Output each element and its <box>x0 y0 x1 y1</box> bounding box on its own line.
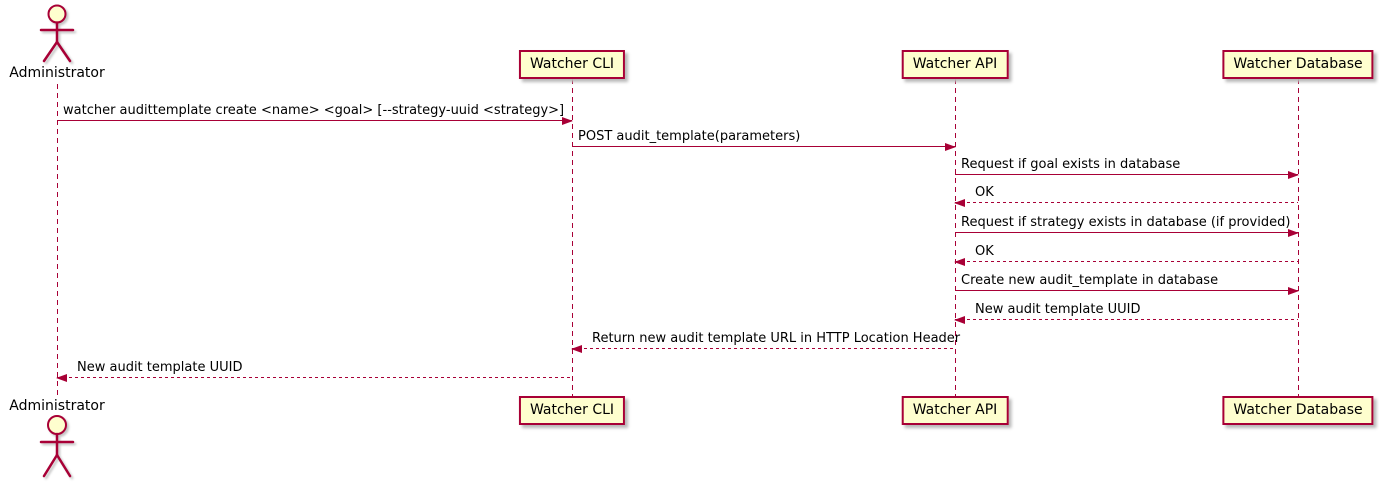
participant-box-watcher-api-top: Watcher API <box>901 50 1009 79</box>
message-6: OK <box>954 244 1298 266</box>
arrowhead-left-icon <box>954 258 965 266</box>
message-8-label: New audit template UUID <box>975 302 1141 317</box>
message-1-label: watcher audittemplate create <name> <goa… <box>63 103 565 118</box>
message-2: POST audit_template(parameters) <box>572 129 956 151</box>
actor-icon <box>39 415 75 478</box>
participant-box-watcher-database-bottom: Watcher Database <box>1222 396 1374 425</box>
message-5-label: Request if strategy exists in database (… <box>961 215 1291 230</box>
message-7-line <box>955 290 1298 291</box>
arrowhead-right-icon <box>945 143 956 151</box>
participant-box-watcher-cli-top: Watcher CLI <box>518 50 626 79</box>
participant-box-watcher-database-top: Watcher Database <box>1222 50 1374 79</box>
message-5-line <box>955 232 1298 233</box>
message-1-line <box>57 120 572 121</box>
message-5: Request if strategy exists in database (… <box>955 215 1299 237</box>
lifeline-watcher-cli <box>571 79 573 396</box>
message-3-line <box>955 174 1298 175</box>
message-3-label: Request if goal exists in database <box>961 157 1181 172</box>
arrowhead-left-icon <box>954 316 965 324</box>
message-7: Create new audit_template in database <box>955 273 1299 295</box>
arrowhead-left-icon <box>954 199 965 207</box>
message-9-line <box>572 348 955 349</box>
actor-label-administrator-top: Administrator <box>9 65 105 81</box>
message-7-label: Create new audit_template in database <box>961 273 1219 288</box>
arrowhead-right-icon <box>1288 171 1299 179</box>
message-4-line <box>955 202 1298 203</box>
message-3: Request if goal exists in database <box>955 157 1299 179</box>
lifeline-administrator <box>56 84 58 396</box>
message-10-line <box>57 377 572 378</box>
message-1: watcher audittemplate create <name> <goa… <box>57 103 573 125</box>
message-9: Return new audit template URL in HTTP Lo… <box>571 331 960 353</box>
actor-label-administrator-bottom: Administrator <box>9 398 105 414</box>
arrowhead-left-icon <box>571 345 582 353</box>
message-4-label: OK <box>975 185 994 200</box>
message-10-label: New audit template UUID <box>77 360 243 375</box>
arrowhead-right-icon <box>1288 229 1299 237</box>
arrowhead-right-icon <box>1288 287 1299 295</box>
message-8: New audit template UUID <box>954 302 1298 324</box>
arrowhead-left-icon <box>56 374 67 382</box>
message-6-label: OK <box>975 244 994 259</box>
message-10: New audit template UUID <box>56 360 572 382</box>
arrowhead-right-icon <box>562 117 573 125</box>
lifeline-watcher-database <box>1297 79 1299 396</box>
message-8-line <box>955 319 1298 320</box>
message-9-label: Return new audit template URL in HTTP Lo… <box>592 331 961 346</box>
message-2-label: POST audit_template(parameters) <box>578 129 801 144</box>
message-2-line <box>572 146 955 147</box>
message-4: OK <box>954 185 1298 207</box>
actor-icon <box>39 4 75 63</box>
participant-box-watcher-api-bottom: Watcher API <box>901 396 1009 425</box>
participant-box-watcher-cli-bottom: Watcher CLI <box>518 396 626 425</box>
message-6-line <box>955 261 1298 262</box>
lifeline-watcher-api <box>954 79 956 396</box>
